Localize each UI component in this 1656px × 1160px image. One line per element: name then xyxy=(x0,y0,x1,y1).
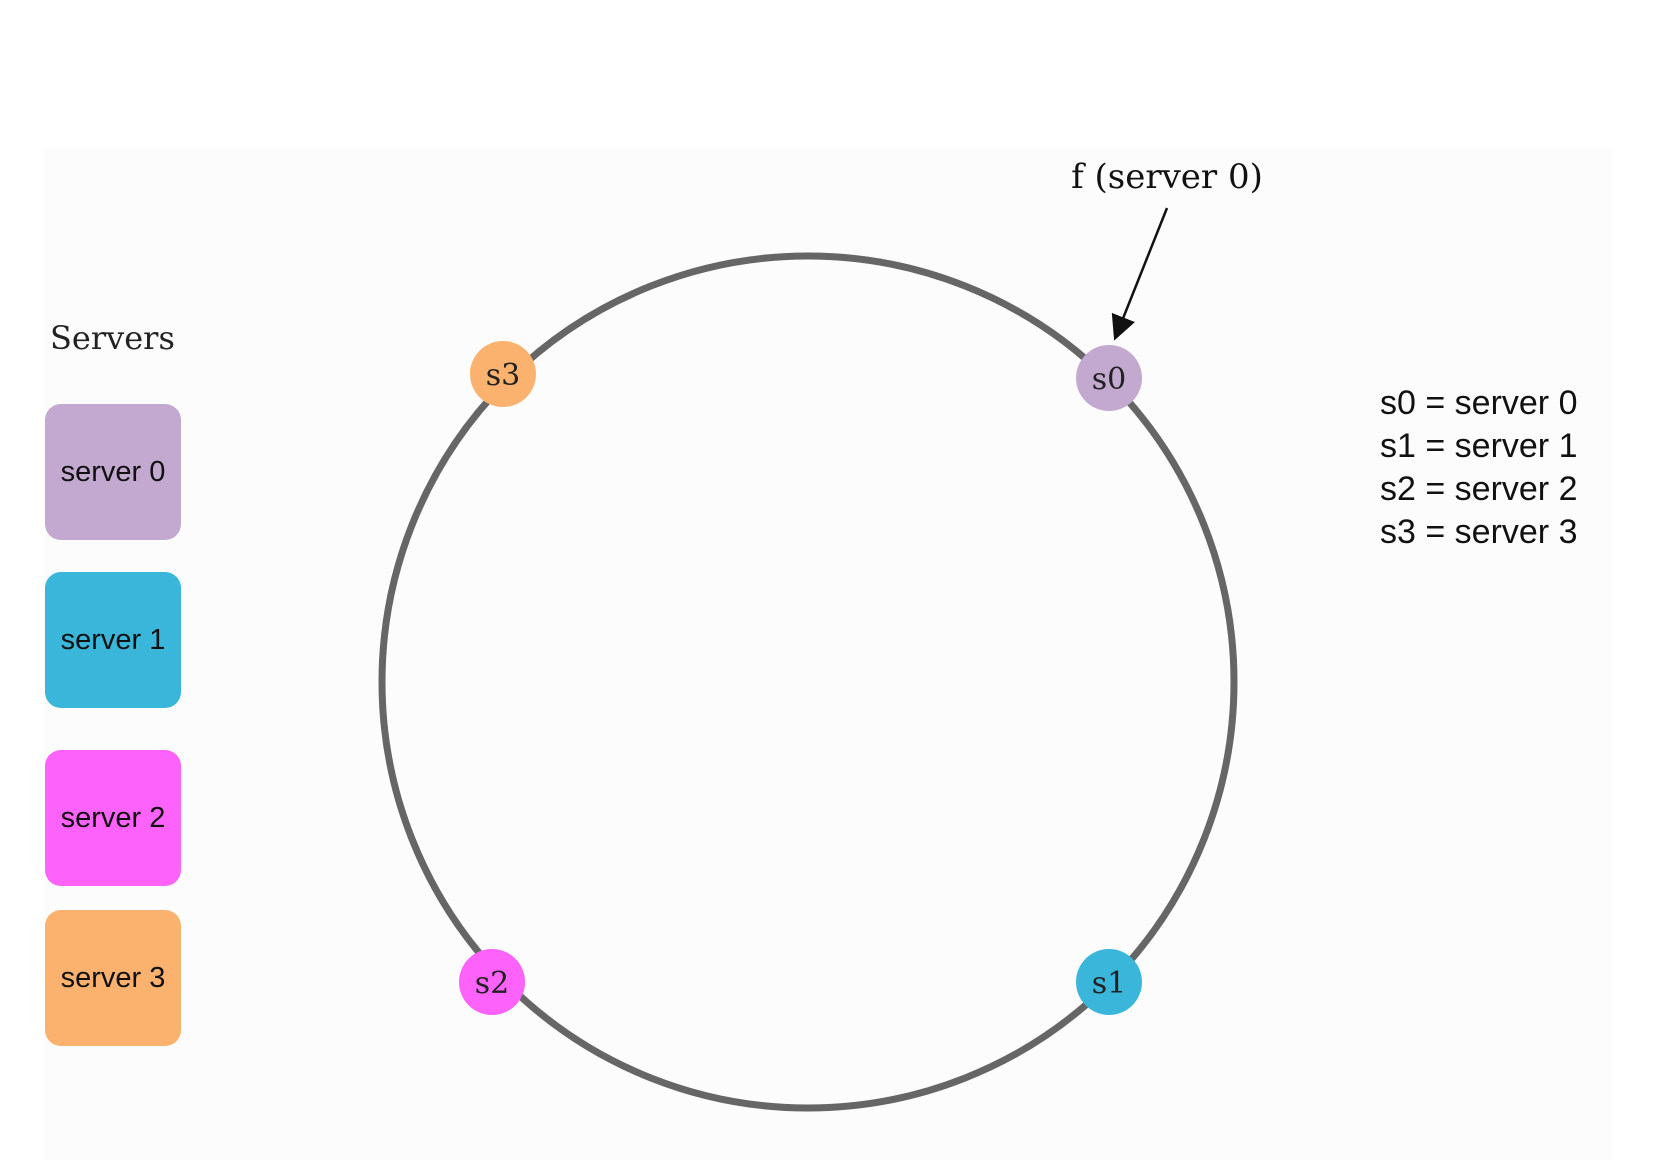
ring-node-s0: s0 xyxy=(1076,345,1142,411)
legend-item-s2: s2 = server 2 xyxy=(1380,470,1578,508)
ring-node-s1-dot xyxy=(1076,949,1142,1015)
ring-node-s2-label: s2 xyxy=(475,966,509,1001)
ring-node-s0-dot xyxy=(1076,345,1142,411)
legend-item-s3: s3 = server 3 xyxy=(1380,513,1578,551)
hash-function-label: f (server 0) xyxy=(1071,157,1263,197)
server-box-3: server 3 xyxy=(45,910,181,1046)
arrow-down-left-icon xyxy=(1111,207,1169,341)
ring-node-s2: s2 xyxy=(459,949,525,1015)
ring-node-s3-dot xyxy=(470,341,536,407)
ring-node-s1: s1 xyxy=(1076,949,1142,1015)
diagram-panel xyxy=(44,148,1612,1160)
ring-node-s0-label: s0 xyxy=(1092,362,1126,397)
servers-heading: Servers xyxy=(50,319,175,357)
legend: s0 = server 0 s1 = server 1 s2 = server … xyxy=(1380,382,1577,554)
ring-node-s3: s3 xyxy=(470,341,536,407)
server-box-1: server 1 xyxy=(45,572,181,708)
legend-item-s1: s1 = server 1 xyxy=(1380,427,1578,465)
ring-node-s2-dot xyxy=(459,949,525,1015)
server-box-2: server 2 xyxy=(45,750,181,886)
server-list: server 0 server 1 server 2 server 3 xyxy=(45,404,181,1054)
legend-item-s0: s0 = server 0 xyxy=(1380,384,1578,422)
server-box-0: server 0 xyxy=(45,404,181,540)
hash-ring xyxy=(378,252,1238,1112)
ring-node-s3-label: s3 xyxy=(486,358,520,393)
ring-node-s1-label: s1 xyxy=(1092,966,1126,1001)
